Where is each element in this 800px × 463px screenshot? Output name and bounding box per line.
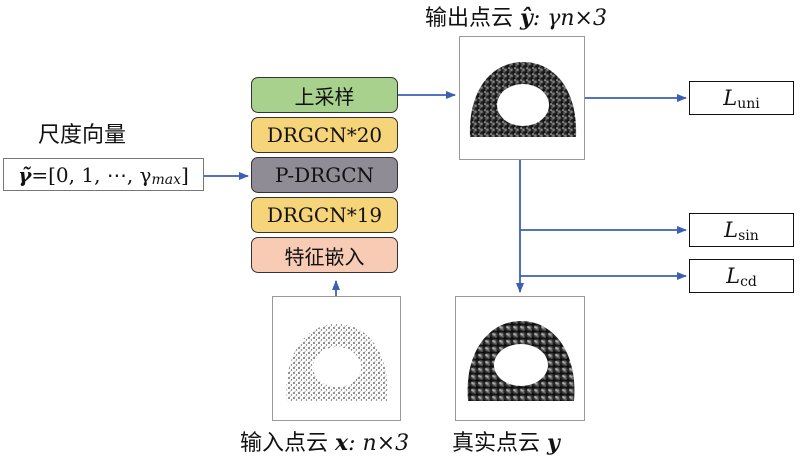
scale-vector-title: 尺度向量 xyxy=(38,123,127,148)
ground-truth-torus-graphic xyxy=(467,321,575,401)
output-torus-graphic xyxy=(469,62,577,137)
block-drgcn-20: DRGCN*20 xyxy=(251,117,398,153)
block-feature-embedding: 特征嵌入 xyxy=(251,237,398,273)
scale-vector-var: γ̃ xyxy=(18,162,32,187)
input-point-cloud-image xyxy=(272,296,401,421)
input-cloud-label: 输入点云 x: n×3 xyxy=(240,430,410,456)
block-p-drgcn: P-DRGCN xyxy=(251,157,398,193)
input-torus-graphic xyxy=(286,324,388,401)
ground-truth-point-cloud-image xyxy=(455,296,585,421)
ground-truth-cloud-label: 真实点云 y xyxy=(452,430,560,456)
output-point-cloud-image xyxy=(459,36,585,160)
block-drgcn-19: DRGCN*19 xyxy=(251,197,398,233)
block-upsample: 上采样 xyxy=(251,77,398,113)
output-cloud-label: 输出点云 ŷ: γn×3 xyxy=(425,5,607,31)
